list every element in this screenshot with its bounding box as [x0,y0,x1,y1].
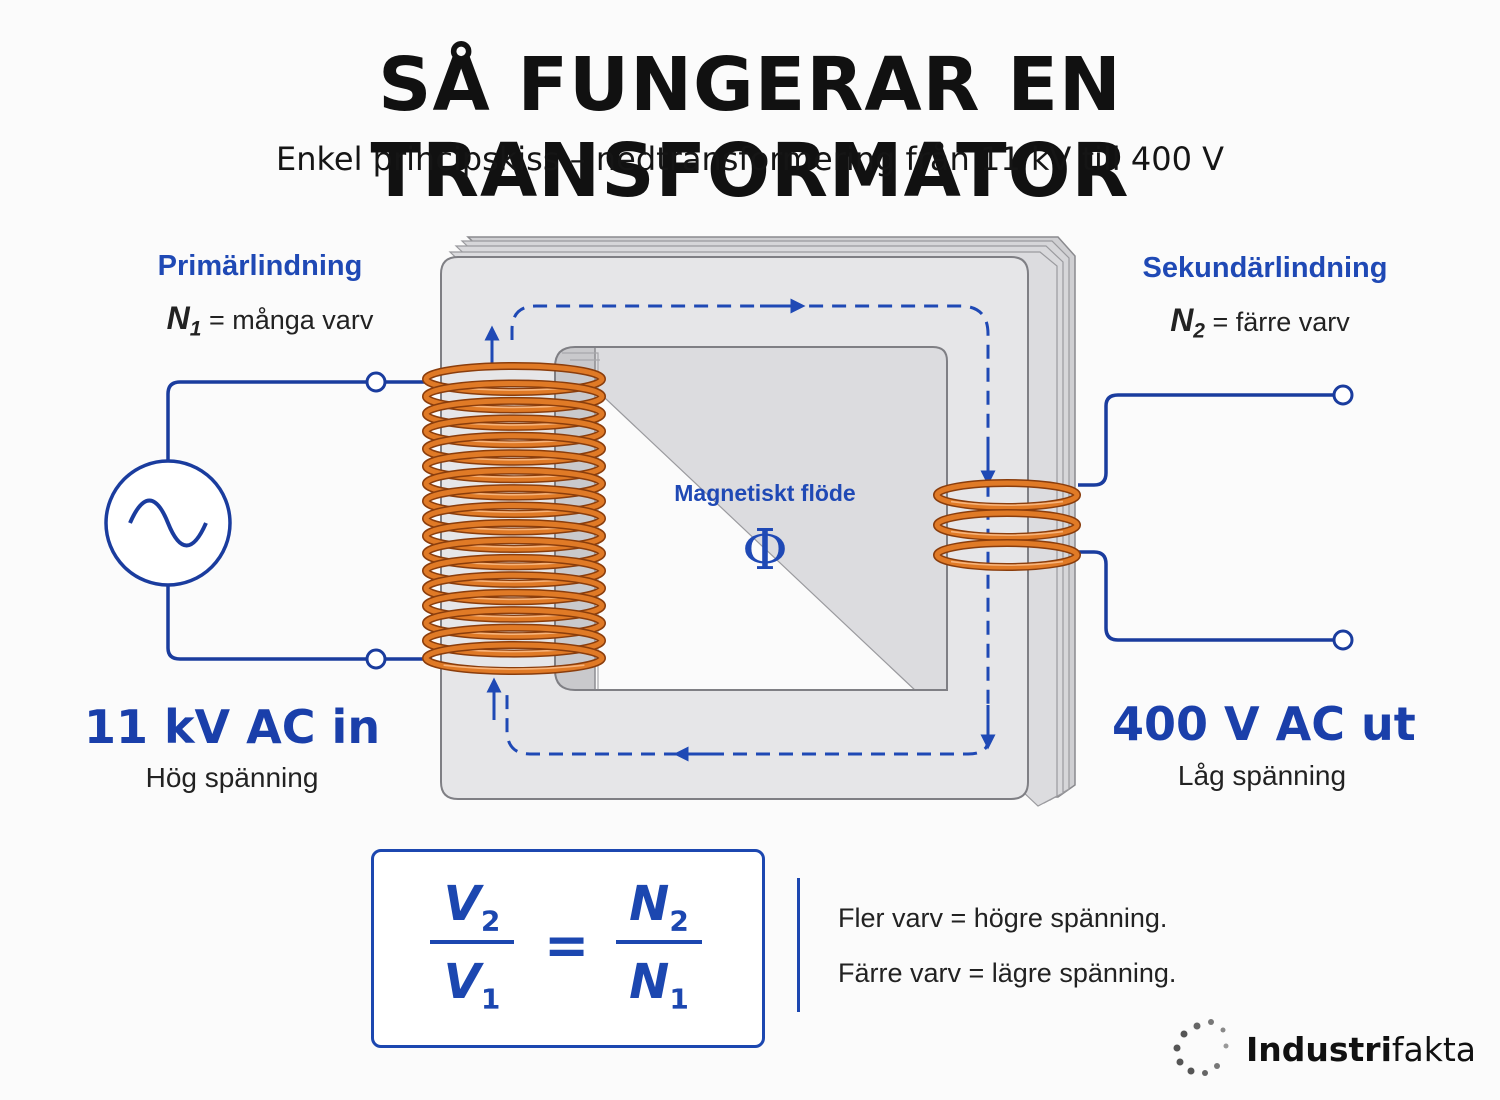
primary-coil-turn-highlight [423,433,605,465]
primary-coil-turn-highlight [423,485,605,517]
secondary-coil-turn-highlight [934,510,1080,540]
secondary-winding-label: Sekundärlindning [1142,252,1388,284]
secondary-coil [933,479,1081,571]
output-voltage-desc: Låg spänning [1177,760,1347,791]
secondary-coil-turn-shine [950,560,1064,566]
primary-coil-turn-highlight [423,537,605,569]
brand-logo-icon [1173,1019,1229,1076]
primary-coil-turn-highlight [423,415,605,447]
primary-wire-bottom [166,585,366,661]
voltage-ratio: V2 V1 [430,876,514,1016]
secondary-turns-label: N2 = färre varv [1170,302,1350,343]
flux-symbol: Φ [742,518,788,583]
output-voltage: 400 V AC ut [1112,697,1416,751]
primary-winding-label: Primärlindning [157,250,363,282]
flux-label: Magnetiskt flöde [674,480,856,506]
secondary-terminal-bottom [1332,629,1354,651]
rule-fewer-turns: Färre varv = lägre spänning. [838,958,1177,988]
ac-source [104,459,232,587]
formula-box: V2 V1 = N2 N1 [371,849,765,1048]
primary-coil-turn-highlight [423,468,605,500]
secondary-coil-turn-highlight [934,480,1080,510]
primary-coil-turn-highlight [423,520,605,552]
primary-coil-turn-highlight [423,380,605,412]
secondary-coil-turn-highlight [934,540,1080,570]
page-title: SÅ FUNGERAR EN TRANSFORMATOR [370,42,1130,214]
equals-sign: = [544,914,590,977]
formula-divider [797,878,800,1012]
primary-coil-turn-highlight [423,625,605,657]
primary-coil-turn-highlight [423,363,605,395]
secondary-coil-turn-shine [950,530,1064,536]
primary-coil-turn-highlight [423,642,605,674]
primary-coil-turn-highlight [423,555,605,587]
primary-terminal-bottom [365,648,387,670]
primary-coil-turn-highlight [423,572,605,604]
transformer-core [440,256,1029,800]
primary-turns-label: N1 = många varv [166,300,374,341]
turns-ratio: N2 N1 [616,876,702,1016]
primary-coil-turn-highlight [423,607,605,639]
secondary-wire-top [1078,393,1334,487]
secondary-coil-turn-shine [950,500,1064,506]
primary-coil-turn-highlight [423,398,605,430]
primary-coil [422,362,606,675]
primary-coil-turn-highlight [423,590,605,622]
secondary-wire-bottom [1078,550,1334,642]
primary-wire-top [166,380,366,461]
input-voltage: 11 kV AC in [83,700,381,754]
page-subtitle: Enkel principskiss – nedtransformering f… [275,140,1224,178]
secondary-terminal-top [1332,384,1354,406]
rule-more-turns: Fler varv = högre spänning. [838,903,1168,933]
primary-coil-turn-shine [443,664,585,670]
primary-coil-turn-highlight [423,503,605,534]
primary-coil-turn-highlight [423,450,605,482]
primary-terminal-top [365,371,387,393]
brand-name: Industrifakta [1246,1030,1477,1069]
sine-wave-icon [128,498,208,548]
input-voltage-desc: Hög spänning [145,762,319,793]
